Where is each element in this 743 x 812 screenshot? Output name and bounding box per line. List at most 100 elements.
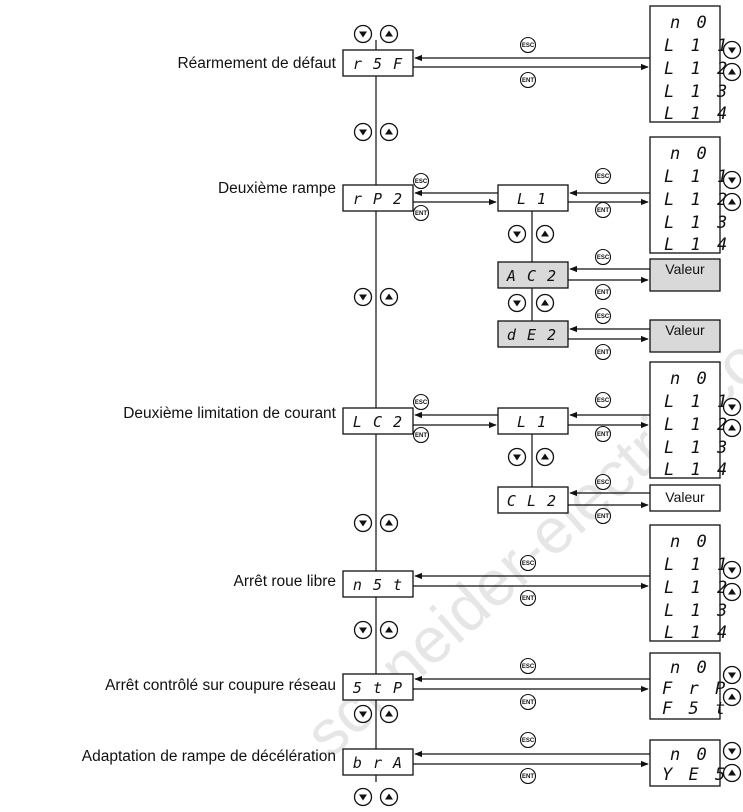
ent-button[interactable]: ENT	[594, 201, 612, 219]
esc-button[interactable]: ESC	[519, 731, 537, 749]
down-arrow-button[interactable]	[353, 24, 373, 44]
ent-button[interactable]: ENT	[412, 426, 430, 444]
choice-item[interactable]: L 1 1	[664, 392, 730, 412]
esc-button[interactable]: ESC	[594, 248, 612, 266]
choice-up-button[interactable]	[722, 763, 742, 783]
choice-up-button[interactable]	[722, 192, 742, 212]
choice-down-button[interactable]	[722, 397, 742, 417]
choice-item[interactable]: L 1 2	[664, 59, 730, 79]
svg-text:ESC: ESC	[522, 664, 535, 670]
ent-button[interactable]: ENT	[594, 425, 612, 443]
code-box[interactable]	[342, 570, 414, 598]
choice-up-button[interactable]	[722, 418, 742, 438]
choice-up-button[interactable]	[722, 582, 742, 602]
value-box[interactable]	[649, 319, 721, 353]
choice-item[interactable]: L 1 4	[664, 623, 730, 643]
down-arrow-button[interactable]	[353, 287, 373, 307]
down-arrow-button[interactable]	[353, 513, 373, 533]
choice-item[interactable]: n 0	[670, 13, 710, 33]
ent-button[interactable]: ENT	[594, 283, 612, 301]
choice-item[interactable]: L 1 4	[664, 235, 730, 255]
up-arrow-button[interactable]	[379, 704, 399, 724]
ent-button[interactable]: ENT	[519, 693, 537, 711]
up-arrow-button[interactable]	[379, 513, 399, 533]
down-arrow-button[interactable]	[353, 620, 373, 640]
choice-down-button[interactable]	[722, 741, 742, 761]
choice-item[interactable]: L 1 1	[664, 555, 730, 575]
choice-down-button[interactable]	[722, 560, 742, 580]
down-arrow-button[interactable]	[507, 293, 527, 313]
param-code-text: C L 2	[507, 492, 557, 510]
down-arrow-button[interactable]	[353, 704, 373, 724]
up-arrow-button[interactable]	[535, 293, 555, 313]
choice-item[interactable]: L 1 4	[664, 460, 730, 480]
value-box[interactable]	[649, 258, 721, 292]
up-arrow-button[interactable]	[379, 287, 399, 307]
esc-button[interactable]: ESC	[519, 657, 537, 675]
param-code-box[interactable]	[497, 261, 569, 289]
choice-item[interactable]: L 1 1	[664, 36, 730, 56]
esc-button[interactable]: ESC	[594, 391, 612, 409]
value-box[interactable]	[649, 484, 721, 512]
choice-item[interactable]: L 1 2	[664, 578, 730, 598]
esc-button[interactable]: ESC	[412, 172, 430, 190]
choice-item[interactable]: Y E 5	[662, 765, 728, 785]
choice-up-button[interactable]	[722, 62, 742, 82]
down-arrow-button[interactable]	[507, 224, 527, 244]
choice-item[interactable]: L 1 2	[664, 190, 730, 210]
param-code-box[interactable]	[497, 320, 569, 348]
choice-item[interactable]: F 5 t	[662, 699, 728, 719]
choice-down-button[interactable]	[722, 40, 742, 60]
up-arrow-button[interactable]	[379, 122, 399, 142]
ent-button[interactable]: ENT	[519, 71, 537, 89]
choice-item[interactable]: L 1 3	[664, 213, 730, 233]
choice-item[interactable]: F r P	[662, 679, 728, 699]
code-box[interactable]	[342, 49, 414, 77]
row-second-ramp: Deuxième rampe r P 2 ESC ENT L 1 ESC ENT…	[218, 122, 742, 361]
choice-up-button[interactable]	[722, 687, 742, 707]
ent-button[interactable]: ENT	[412, 204, 430, 222]
up-arrow-button[interactable]	[379, 787, 399, 807]
choice-item[interactable]: n 0	[670, 532, 710, 552]
up-arrow-button[interactable]	[379, 24, 399, 44]
svg-text:ENT: ENT	[597, 514, 609, 520]
ent-button[interactable]: ENT	[594, 507, 612, 525]
choice-down-button[interactable]	[722, 665, 742, 685]
esc-button[interactable]: ESC	[412, 393, 430, 411]
svg-text:ENT: ENT	[597, 208, 609, 214]
code-box[interactable]	[342, 673, 414, 701]
sub-code-box[interactable]	[497, 407, 569, 435]
choice-item[interactable]: n 0	[670, 369, 710, 389]
choice-item[interactable]: L 1 3	[664, 82, 730, 102]
down-arrow-button[interactable]	[507, 447, 527, 467]
up-arrow-button[interactable]	[535, 224, 555, 244]
choice-item[interactable]: L 1 1	[664, 167, 730, 187]
down-arrow-button[interactable]	[353, 122, 373, 142]
code-box[interactable]	[342, 748, 414, 776]
ent-button[interactable]: ENT	[519, 767, 537, 785]
choice-item[interactable]: L 1 3	[664, 601, 730, 621]
choice-item[interactable]: L 1 3	[664, 438, 730, 458]
esc-button[interactable]: ESC	[594, 473, 612, 491]
ent-button[interactable]: ENT	[519, 589, 537, 607]
esc-button[interactable]: ESC	[594, 307, 612, 325]
choice-item[interactable]: n 0	[670, 658, 710, 678]
choice-item[interactable]: L 1 4	[664, 104, 730, 124]
up-arrow-button[interactable]	[535, 447, 555, 467]
row-label: Deuxième limitation de courant	[123, 405, 336, 422]
choice-item[interactable]: n 0	[670, 144, 710, 164]
up-arrow-button[interactable]	[379, 620, 399, 640]
choice-item[interactable]: n 0	[670, 745, 710, 765]
esc-button[interactable]: ESC	[594, 167, 612, 185]
down-arrow-button[interactable]	[353, 787, 373, 807]
esc-button[interactable]: ESC	[519, 36, 537, 54]
code-box[interactable]	[342, 184, 414, 212]
ent-button[interactable]: ENT	[594, 343, 612, 361]
esc-button[interactable]: ESC	[519, 554, 537, 572]
choice-item[interactable]: L 1 2	[664, 415, 730, 435]
param-code-box[interactable]	[497, 486, 569, 514]
svg-text:ENT: ENT	[522, 596, 534, 602]
choice-down-button[interactable]	[722, 170, 742, 190]
code-box[interactable]	[342, 407, 414, 435]
sub-code-box[interactable]	[497, 184, 569, 212]
